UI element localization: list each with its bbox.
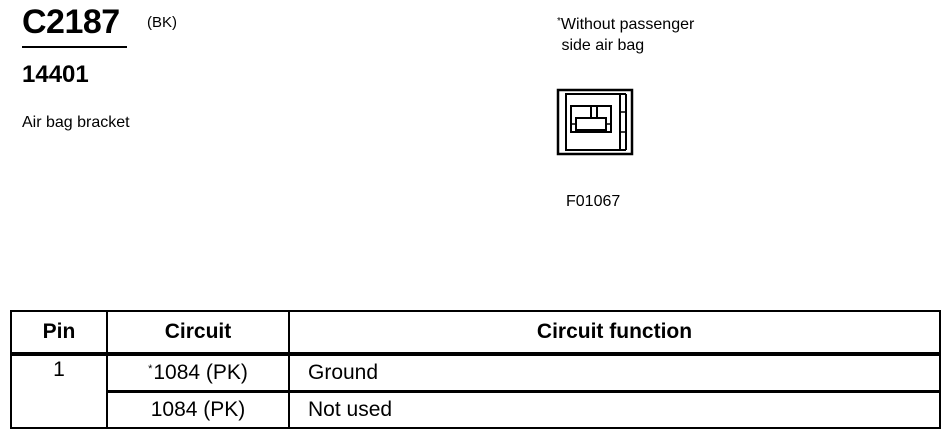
header-circuit: Circuit <box>106 310 290 356</box>
footnote-text: Without passenger side air bag <box>560 16 695 54</box>
part-number: 14401 <box>22 61 89 88</box>
connector-location: Air bag bracket <box>22 114 130 131</box>
connector-face-icon <box>556 88 634 156</box>
circuit-function: Ground <box>288 353 941 393</box>
footnote-marker: * <box>557 16 561 27</box>
header-pin: Pin <box>10 310 108 356</box>
circuit-value: 1084 (PK) <box>150 398 246 421</box>
table-row: 1 *1084 (PK) Ground <box>10 353 941 429</box>
circuit-function: Not used <box>288 390 941 429</box>
pin-table: Pin Circuit Circuit function 1 *1084 (PK… <box>10 310 941 429</box>
footnote: *Without passenger side air bag <box>557 11 694 56</box>
figure-id: F01067 <box>566 193 621 210</box>
table-row: 1084 (PK) Not used <box>11 390 941 429</box>
table-header-row: Pin Circuit Circuit function <box>10 310 941 356</box>
circuit-value: 1084 (PK) <box>153 361 248 384</box>
pin-number: 1 <box>10 353 108 429</box>
connector-id-underline <box>22 46 127 48</box>
circuit-cell: 1084 (PK) <box>106 390 290 429</box>
connector-id: C2187 <box>22 3 120 41</box>
connector-color-code: (BK) <box>147 14 177 31</box>
header-circuit-function: Circuit function <box>288 310 941 356</box>
circuit-cell: *1084 (PK) <box>106 353 290 393</box>
circuit-footnote-marker: * <box>148 363 153 375</box>
